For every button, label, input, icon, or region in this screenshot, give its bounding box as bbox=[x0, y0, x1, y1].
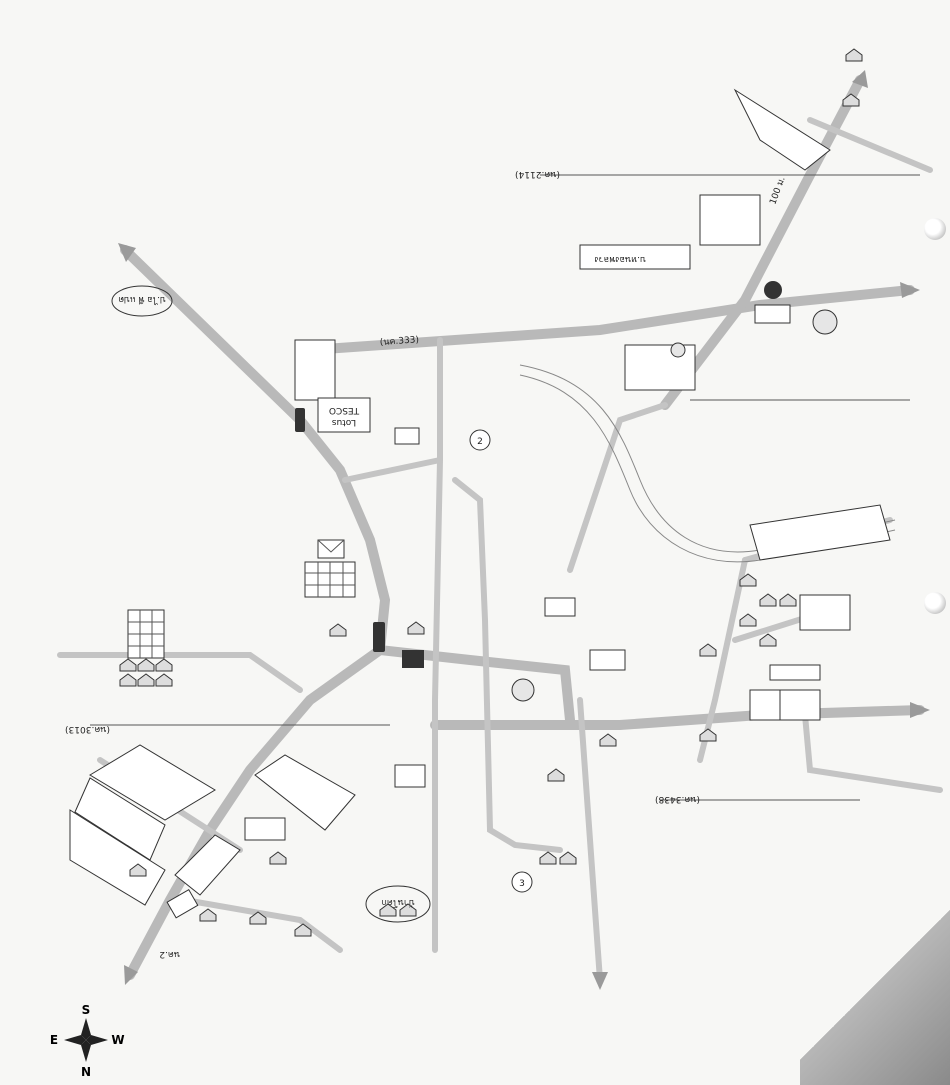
landmark-round-4 bbox=[670, 342, 686, 358]
canal bbox=[519, 364, 896, 563]
road-minor-10 bbox=[802, 712, 943, 793]
temple-icon bbox=[589, 649, 626, 671]
landmark-round-3 bbox=[764, 281, 782, 299]
compass-south-label: S bbox=[82, 1003, 91, 1017]
route-3438-label: (นค.3438) bbox=[655, 794, 700, 804]
road-minor-3 bbox=[452, 477, 563, 853]
village-label-2: บ้านโคก bbox=[381, 897, 414, 908]
road-lower-east bbox=[430, 705, 925, 730]
route-3013-label: (นค.3013) bbox=[65, 724, 110, 734]
village-ellipse-1 bbox=[111, 285, 173, 317]
compass-north-label: N bbox=[81, 1065, 91, 1079]
arrowheads bbox=[118, 70, 930, 990]
mail-icon bbox=[317, 539, 345, 559]
scale-label: 100 ม. bbox=[768, 176, 787, 207]
road-minor-13 bbox=[807, 117, 933, 173]
road-labels: (นค.3013) (นค.3438) (นค.2114) (นค.333) ป… bbox=[65, 169, 788, 959]
compass-west-label: W bbox=[111, 1033, 124, 1047]
temple-icon bbox=[394, 427, 420, 445]
page-curl bbox=[800, 885, 950, 1085]
district-marker-3 bbox=[511, 871, 533, 893]
road-minor-1 bbox=[432, 337, 443, 953]
svg-text:2: 2 bbox=[477, 437, 483, 447]
school-icon bbox=[244, 650, 426, 841]
landmarks: TESCO Lotus 2 3 bbox=[111, 48, 863, 937]
svg-text:3: 3 bbox=[519, 879, 525, 889]
tesco-label: TESCO bbox=[329, 405, 360, 415]
road-minor-12 bbox=[182, 897, 343, 953]
traffic-light-icon bbox=[295, 408, 305, 432]
route-2114-label: (นค.2114) bbox=[515, 169, 560, 179]
punch-hole-top bbox=[924, 218, 946, 240]
village-label-1: ป.ไอ พี แปด bbox=[118, 294, 166, 305]
road-center-east bbox=[375, 645, 575, 725]
compass-east-label: E bbox=[50, 1033, 58, 1047]
road-minor-6 bbox=[567, 402, 668, 573]
village-label-3: บ.หนองพลวง bbox=[594, 254, 645, 264]
house-cluster bbox=[119, 48, 863, 937]
road-sw-diagonal bbox=[125, 645, 385, 980]
building-blocks-upper-right bbox=[294, 88, 891, 721]
major-roads bbox=[120, 75, 925, 980]
tesco-lotus-store[interactable] bbox=[317, 397, 371, 433]
lotus-label: Lotus bbox=[332, 417, 357, 427]
village-ellipse-2 bbox=[365, 885, 431, 923]
district-marker-2 bbox=[469, 429, 491, 451]
road-minor-11 bbox=[577, 697, 603, 983]
road-minor-2 bbox=[342, 457, 443, 483]
temple-icon bbox=[544, 597, 576, 617]
building-blocks-lower-left bbox=[69, 744, 356, 919]
landmark-round-2 bbox=[511, 678, 535, 702]
route-333-label: (นค.333) bbox=[380, 335, 420, 348]
landmark-round bbox=[812, 309, 838, 335]
road-main-east-west bbox=[305, 285, 915, 355]
road-nw-diagonal bbox=[120, 245, 391, 655]
leader-lines bbox=[90, 174, 920, 801]
punch-hole-bottom bbox=[924, 592, 946, 614]
traffic-light-icon bbox=[373, 622, 385, 652]
hospital-icon bbox=[304, 561, 356, 598]
route-short-label: นค.2 bbox=[159, 949, 180, 959]
compass-rose-icon: S N E W bbox=[50, 1003, 125, 1079]
road-minor-4 bbox=[57, 652, 303, 693]
office-building-icon bbox=[127, 609, 165, 659]
